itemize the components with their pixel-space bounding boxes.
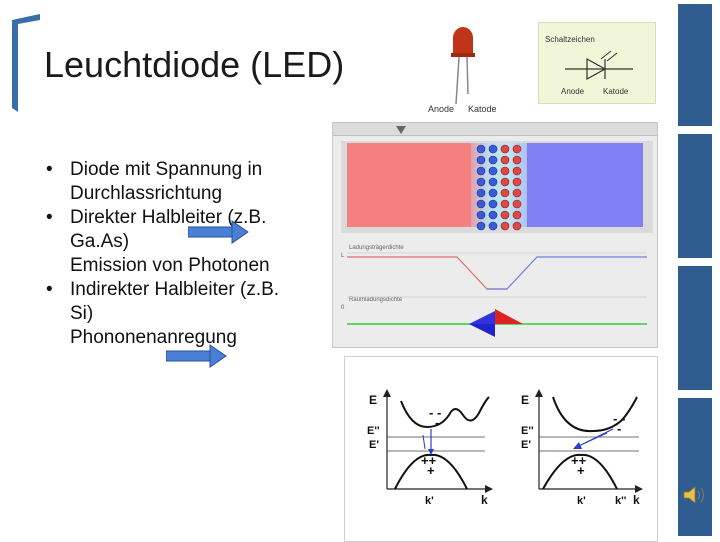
slide-title: Leuchtdiode (LED) xyxy=(44,44,345,85)
energy-level-label: E'' xyxy=(367,425,380,437)
hole-dot xyxy=(500,177,510,187)
k-axis-label: k xyxy=(481,493,488,507)
hole-dot xyxy=(500,144,510,154)
pn-junction-simulation: Ladungsträgerdichte L Raumladungsdichte … xyxy=(332,122,658,348)
energy-level-label: E'' xyxy=(521,425,534,437)
k-axis-label: k xyxy=(633,493,640,507)
electron-dot xyxy=(488,199,498,209)
bullet-list: • Diode mit Spannung in Durchlassrichtun… xyxy=(46,158,326,350)
bullet-glyph: • xyxy=(46,159,53,180)
hole-dot xyxy=(500,210,510,220)
k-tick-label: k' xyxy=(577,495,586,507)
electron-dot xyxy=(476,188,486,198)
k-tick-label: k' xyxy=(425,495,434,507)
hole-dot xyxy=(500,188,510,198)
electron-dot xyxy=(476,166,486,176)
diode-symbol-panel: Schaltzeichen Anode Katode xyxy=(538,22,656,104)
bullet-glyph: • xyxy=(46,279,53,300)
arrow-right-icon xyxy=(188,220,249,244)
electron-dot xyxy=(488,144,498,154)
hole-dot xyxy=(500,199,510,209)
hole-dot xyxy=(512,199,522,209)
hole-dot xyxy=(500,221,510,231)
symbol-anode-label: Anode xyxy=(561,87,585,96)
hole-dot xyxy=(512,210,522,220)
n-region xyxy=(527,143,643,227)
speaker-icon[interactable] xyxy=(682,484,708,506)
katode-label: Katode xyxy=(468,104,497,114)
bullet-text: Emission von Photonen xyxy=(70,255,270,276)
electron-dot xyxy=(476,155,486,165)
k-tick-label: k'' xyxy=(615,495,627,507)
electron-label: - xyxy=(435,415,440,430)
hole-label: + xyxy=(427,463,435,478)
electron-dot xyxy=(476,199,486,209)
hole-dot xyxy=(512,166,522,176)
bullet-text: Ga.As) xyxy=(70,231,130,252)
arrow-right-icon xyxy=(166,344,227,368)
energy-level-label: E' xyxy=(521,439,531,451)
electron-dot xyxy=(488,210,498,220)
symbol-katode-label: Katode xyxy=(603,87,629,96)
axis-label: 0 xyxy=(341,305,345,311)
charge-carriers xyxy=(476,144,522,231)
electron-dot xyxy=(488,221,498,231)
electron-dot xyxy=(488,188,498,198)
hole-label: ++ xyxy=(421,453,437,468)
energy-axis-label: E xyxy=(521,393,530,407)
density-curves xyxy=(347,252,647,337)
energy-axis-label: E xyxy=(369,393,378,407)
bullet-glyph: • xyxy=(46,207,53,228)
electron-label: - - xyxy=(429,405,442,420)
carrier-density-label: Ladungsträgerdichte xyxy=(349,245,404,251)
electron-dot xyxy=(476,177,486,187)
bullet-text: Direkter Halbleiter (z.B. xyxy=(70,207,267,228)
hole-dot xyxy=(512,177,522,187)
hole-dot xyxy=(512,144,522,154)
electron-dot xyxy=(488,166,498,176)
hole-dot xyxy=(512,188,522,198)
electron-dot xyxy=(488,177,498,187)
bullet-text: Diode mit Spannung in xyxy=(70,159,263,180)
electron-dot xyxy=(476,210,486,220)
p-region xyxy=(347,143,471,227)
hole-dot xyxy=(512,155,522,165)
led-image: Anode Katode xyxy=(420,22,510,118)
right-frame-bar xyxy=(676,0,720,540)
electron-dot xyxy=(476,221,486,231)
bullet-item: • Diode mit Spannung in Durchlassrichtun… xyxy=(46,158,326,206)
hole-dot xyxy=(512,221,522,231)
bullet-text: Indirekter Halbleiter (z.B. xyxy=(70,279,280,300)
band-diagram-graphics xyxy=(383,389,643,493)
title-bracket-decoration xyxy=(12,14,40,112)
diode-symbol-icon xyxy=(565,50,633,81)
axis-label: L xyxy=(341,253,345,259)
bullet-item: • Indirekter Halbleiter (z.B. Si) Phonon… xyxy=(46,278,326,350)
energy-level-label: E' xyxy=(369,439,379,451)
bullet-text: Durchlassrichtung xyxy=(70,183,223,204)
band-diagram: E E'' E' k' k - - - ++ + E E'' E' k' k''… xyxy=(344,356,658,542)
electron-label: - xyxy=(617,421,622,436)
electron-label: - - xyxy=(613,411,626,426)
charge-density-label: Raumladungsdichte xyxy=(349,297,403,303)
electron-dot xyxy=(476,144,486,154)
symbol-heading: Schaltzeichen xyxy=(545,35,595,44)
hole-dot xyxy=(500,155,510,165)
hole-dot xyxy=(500,166,510,176)
led-icon xyxy=(451,27,475,105)
bullet-text: Si) xyxy=(70,303,94,324)
hole-label: + xyxy=(577,463,585,478)
bullet-text: Phononenanregung xyxy=(70,327,237,348)
electron-dot xyxy=(488,155,498,165)
anode-label: Anode xyxy=(428,104,455,114)
slider-handle-icon[interactable] xyxy=(395,125,407,135)
bullet-item: • Direkter Halbleiter (z.B. Ga.As) Emiss… xyxy=(46,206,326,278)
hole-label: ++ xyxy=(571,453,587,468)
